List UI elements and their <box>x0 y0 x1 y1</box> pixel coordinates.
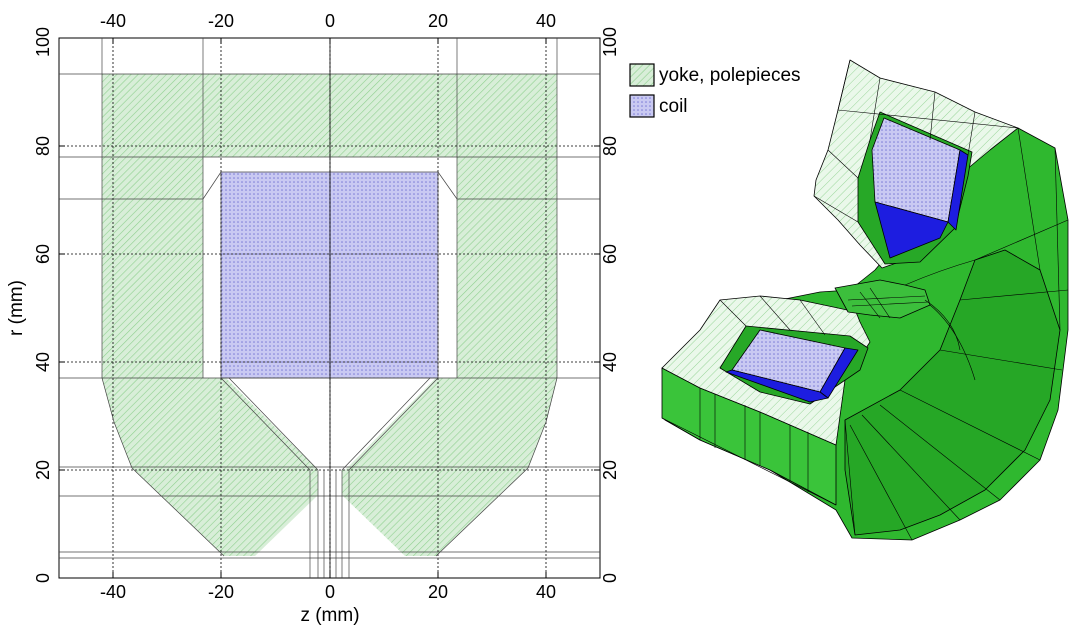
top-tick-label: 20 <box>428 11 448 31</box>
y-tick-label: 20 <box>33 460 53 480</box>
right-tick-label: 0 <box>600 573 620 583</box>
cross-section-plot: -40 -20 0 20 40 -40 -20 0 20 40 0 20 40 … <box>6 11 620 626</box>
x-tick-label: -40 <box>100 582 126 602</box>
top-tick-label: 0 <box>325 11 335 31</box>
x-tick-label: 40 <box>536 582 556 602</box>
legend-swatch-yoke <box>629 63 655 87</box>
x-tick-label: 0 <box>325 582 335 602</box>
legend: yoke, polepieces coil <box>629 63 801 118</box>
y-axis-title: r (mm) <box>6 280 27 336</box>
model-mesh <box>661 59 1069 541</box>
yoke-region <box>102 74 557 556</box>
3d-lens-model <box>661 59 1069 541</box>
x-axis-title: z (mm) <box>300 605 359 626</box>
mesh-lines <box>59 38 600 578</box>
y-tick-label: 80 <box>33 136 53 156</box>
y-tick-label: 100 <box>33 27 53 57</box>
model-front-face <box>844 249 1061 536</box>
right-tick-label: 20 <box>600 460 620 480</box>
legend-label-coil: coil <box>659 96 688 117</box>
right-tick-label: 80 <box>600 136 620 156</box>
model-upper-coil-bottom <box>874 201 949 259</box>
top-tick-label: 40 <box>536 11 556 31</box>
right-tick-label: 100 <box>600 27 620 57</box>
right-tick-label: 40 <box>600 352 620 372</box>
legend-swatch-coil <box>629 94 655 118</box>
legend-label-yoke: yoke, polepieces <box>659 65 801 86</box>
y-tick-label: 60 <box>33 244 53 264</box>
tick-marks <box>59 37 600 579</box>
right-tick-label: 60 <box>600 244 620 264</box>
y-tick-label: 0 <box>33 573 53 583</box>
top-tick-label: -20 <box>208 11 234 31</box>
x-tick-label: -20 <box>208 582 234 602</box>
coil-region <box>220 171 439 379</box>
y-tick-label: 40 <box>33 352 53 372</box>
model-lower-coil-bottom <box>725 369 829 403</box>
top-tick-label: -40 <box>100 11 126 31</box>
x-tick-label: 20 <box>428 582 448 602</box>
